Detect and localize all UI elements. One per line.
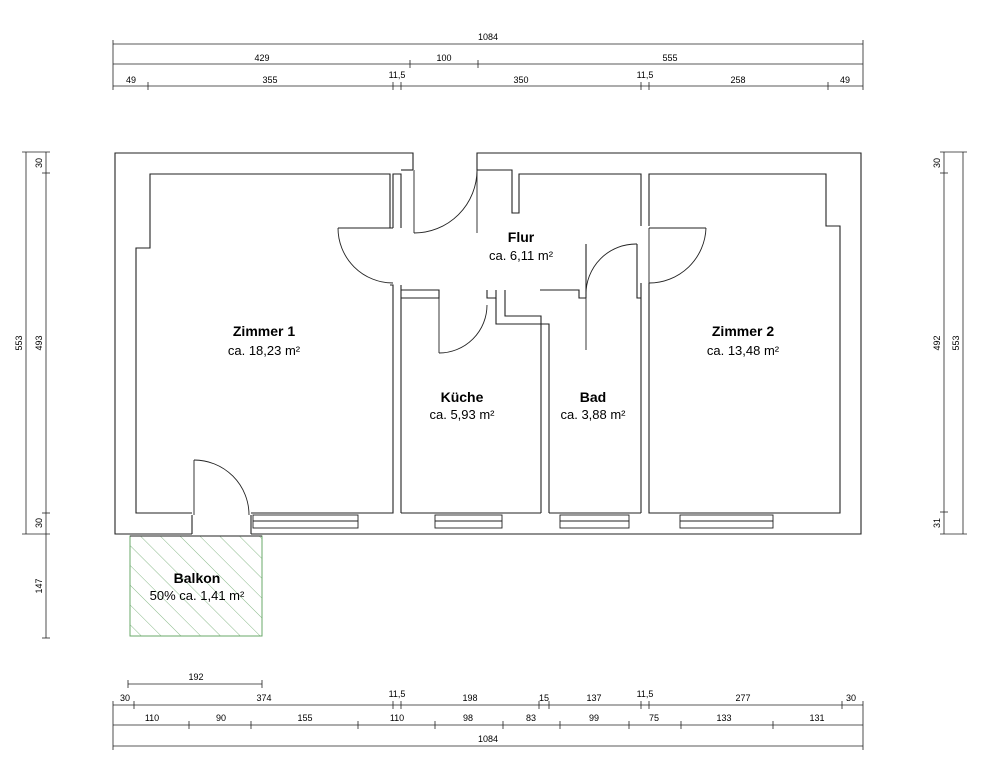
dim-bottom-r1-5: 137 xyxy=(586,693,601,703)
dim-bottom-r1-3: 198 xyxy=(462,693,477,703)
dim-top-r2-0: 49 xyxy=(126,75,136,85)
dim-bottom-r1-8: 30 xyxy=(846,693,856,703)
dim-top-r1-1: 100 xyxy=(436,53,451,63)
room-balkon-area: 50% ca. 1,41 m² xyxy=(150,588,245,603)
dim-right-2: 31 xyxy=(932,518,942,528)
dim-top-r1-0: 429 xyxy=(254,53,269,63)
dim-bottom-r1-1: 374 xyxy=(256,693,271,703)
bottom-dimensions: 192 30 374 11,5 198 15 137 11,5 277 30 1… xyxy=(112,672,864,750)
doors xyxy=(193,169,707,516)
dim-bottom-r2-3: 110 xyxy=(390,713,404,723)
dim-bottom-r1-0: 30 xyxy=(120,693,130,703)
dim-bottom-r2-0: 110 xyxy=(145,713,159,723)
left-dimensions: 553 30 493 30 147 xyxy=(14,151,50,639)
dim-bottom-r1-6: 11,5 xyxy=(637,689,654,699)
room-kueche-area: ca. 5,93 m² xyxy=(429,407,495,422)
dim-top-r2-2: 11,5 xyxy=(389,70,406,80)
top-dimensions: 1084 429 100 555 49 355 11,5 350 11,5 25… xyxy=(112,32,864,90)
room-kueche-name: Küche xyxy=(441,389,484,405)
room-bad-name: Bad xyxy=(580,389,606,405)
dim-bottom-r2-9: 131 xyxy=(809,713,824,723)
dim-top-r2-4: 11,5 xyxy=(637,70,654,80)
room-zimmer2-name: Zimmer 2 xyxy=(712,323,774,339)
room-zimmer1-name: Zimmer 1 xyxy=(233,323,295,339)
room-flur-area: ca. 6,11 m² xyxy=(489,248,554,263)
dim-bottom-r1-4: 15 xyxy=(539,693,549,703)
dim-bottom-total: 1084 xyxy=(478,734,498,744)
dim-bottom-r1-7: 277 xyxy=(735,693,750,703)
room-zimmer2-area: ca. 13,48 m² xyxy=(707,343,780,358)
balcony xyxy=(129,535,263,637)
dim-top-r1-2: 555 xyxy=(662,53,677,63)
dim-right-0: 30 xyxy=(932,158,942,168)
room-zimmer1-area: ca. 18,23 m² xyxy=(228,343,301,358)
dim-left-outer: 553 xyxy=(14,335,24,350)
dim-bottom-r2-1: 90 xyxy=(216,713,226,723)
room-flur-name: Flur xyxy=(508,229,535,245)
room-balkon-name: Balkon xyxy=(174,570,221,586)
dim-left-2: 30 xyxy=(34,518,44,528)
dim-top-r2-5: 258 xyxy=(730,75,745,85)
dim-bottom-r2-2: 155 xyxy=(297,713,312,723)
dim-top-r2-6: 49 xyxy=(840,75,850,85)
dim-right-outer: 553 xyxy=(951,335,961,350)
dim-left-3: 147 xyxy=(34,578,44,593)
dim-bottom-r2-7: 75 xyxy=(649,713,659,723)
dim-top-r2-1: 355 xyxy=(262,75,277,85)
windows xyxy=(252,514,774,529)
dim-bottom-r2-5: 83 xyxy=(526,713,536,723)
dim-left-0: 30 xyxy=(34,158,44,168)
dim-left-1: 493 xyxy=(34,335,44,350)
dim-bottom-r2-8: 133 xyxy=(716,713,731,723)
dim-top-total: 1084 xyxy=(478,32,498,42)
dim-bottom-balcony: 192 xyxy=(188,672,203,682)
dim-right-1: 492 xyxy=(932,335,942,350)
dim-bottom-r1-2: 11,5 xyxy=(389,689,406,699)
right-dimensions: 30 492 31 553 xyxy=(932,151,967,535)
room-bad-area: ca. 3,88 m² xyxy=(560,407,626,422)
dim-bottom-r2-6: 99 xyxy=(589,713,599,723)
walls xyxy=(114,152,862,535)
dim-bottom-r2-4: 98 xyxy=(463,713,473,723)
dim-top-r2-3: 350 xyxy=(513,75,528,85)
